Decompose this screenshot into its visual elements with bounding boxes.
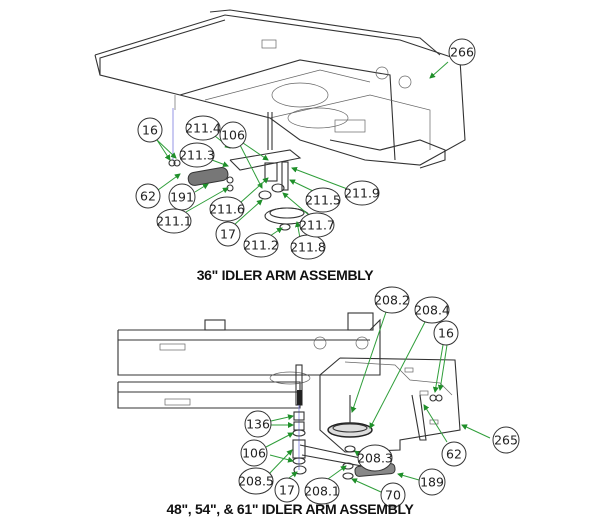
svg-text:191: 191	[170, 190, 194, 205]
callout-211-2: 211.2	[243, 232, 279, 258]
callout-211-1: 211.1	[156, 208, 192, 234]
svg-text:208.3: 208.3	[357, 451, 393, 466]
svg-text:17: 17	[279, 483, 295, 498]
svg-text:62: 62	[140, 189, 156, 204]
svg-text:70: 70	[385, 488, 401, 503]
callout-136: 136	[244, 410, 272, 438]
callout-106: 106	[240, 439, 268, 467]
svg-text:211.7: 211.7	[299, 218, 335, 233]
frame-48-54-61-inch	[117, 312, 461, 480]
svg-text:208.4: 208.4	[414, 303, 450, 318]
leader-lines-bottom	[265, 311, 491, 493]
callout-211-8: 211.8	[290, 234, 326, 260]
callout-189: 189	[418, 468, 446, 496]
callout-211-5: 211.5	[305, 187, 341, 213]
callout-70: 70	[380, 482, 406, 508]
title-48-54-61-inch-assembly: 48", 54", & 61" IDLER ARM ASSEMBLY	[166, 501, 414, 517]
svg-text:16: 16	[438, 326, 454, 341]
svg-text:211.5: 211.5	[305, 193, 341, 208]
svg-text:208.5: 208.5	[238, 474, 274, 489]
title-36-inch-assembly: 36" IDLER ARM ASSEMBLY	[197, 267, 375, 283]
svg-text:211.6: 211.6	[209, 202, 245, 217]
svg-text:106: 106	[221, 128, 245, 143]
svg-text:211.1: 211.1	[156, 214, 192, 229]
svg-text:106: 106	[242, 446, 266, 461]
callout-211-6: 211.6	[209, 196, 245, 222]
callout-211-7: 211.7	[299, 212, 335, 238]
callout-208-4: 208.4	[414, 296, 450, 324]
callout-265: 265	[492, 426, 520, 454]
svg-text:266: 266	[450, 45, 474, 60]
svg-text:208.1: 208.1	[304, 484, 340, 499]
svg-text:136: 136	[246, 417, 270, 432]
svg-text:211.9: 211.9	[344, 186, 380, 201]
callout-62: 62	[135, 183, 161, 209]
callout-62: 62	[441, 441, 467, 467]
callout-17: 17	[215, 221, 241, 247]
callout-208-5: 208.5	[238, 467, 274, 495]
svg-text:211.8: 211.8	[290, 240, 326, 255]
callout-266: 266	[448, 38, 476, 66]
leader-lines-top	[156, 61, 449, 239]
svg-text:211.3: 211.3	[179, 148, 215, 163]
callout-208-2: 208.2	[374, 286, 410, 314]
svg-text:208.2: 208.2	[374, 293, 410, 308]
svg-text:17: 17	[220, 227, 236, 242]
callout-208-3: 208.3	[357, 444, 393, 472]
callout-211-4: 211.4	[185, 115, 221, 141]
svg-text:265: 265	[494, 433, 518, 448]
svg-text:211.2: 211.2	[243, 238, 279, 253]
callout-17: 17	[274, 477, 300, 503]
callout-16: 16	[433, 320, 459, 346]
svg-text:62: 62	[446, 447, 462, 462]
callout-106: 106	[219, 121, 247, 149]
callout-208-1: 208.1	[304, 477, 340, 505]
svg-text:211.4: 211.4	[185, 121, 221, 136]
callout-191: 191	[168, 183, 196, 211]
callout-16: 16	[137, 117, 163, 143]
svg-text:16: 16	[142, 123, 158, 138]
callout-211-3: 211.3	[179, 142, 215, 168]
svg-text:189: 189	[420, 475, 444, 490]
callout-211-9: 211.9	[344, 180, 380, 206]
